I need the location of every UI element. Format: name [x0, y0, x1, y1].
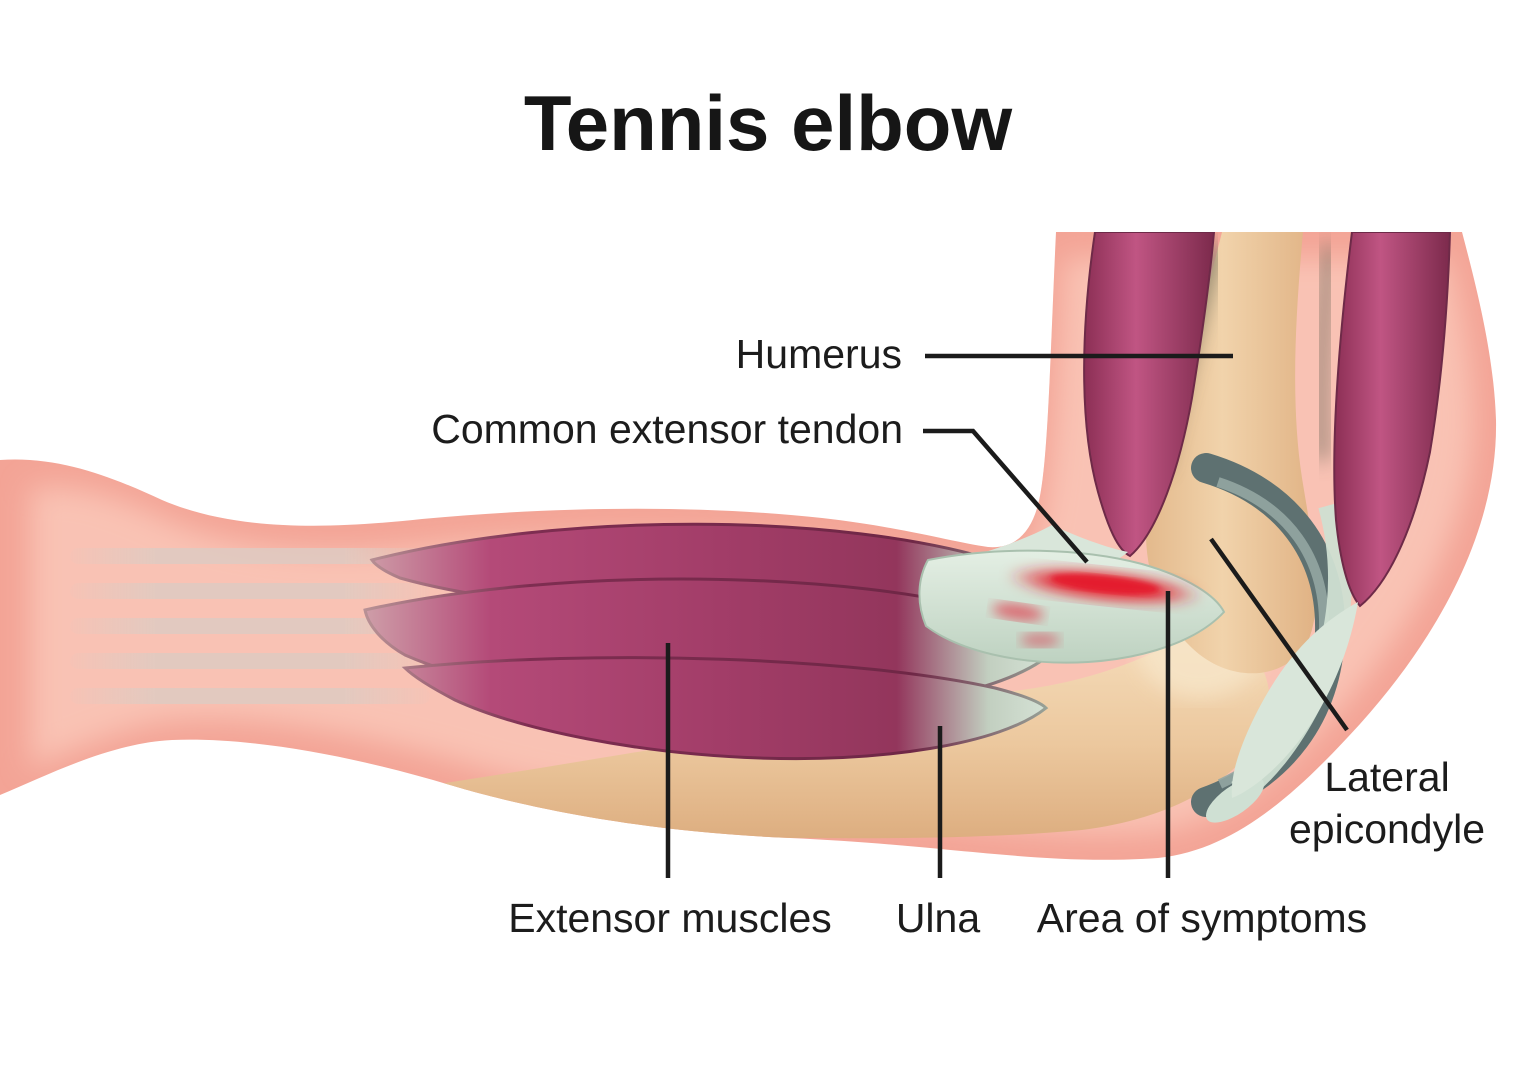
arm-illustration — [0, 232, 1497, 860]
triceps-muscle-shape — [1333, 232, 1452, 608]
wrist-tendon-strips — [70, 548, 430, 704]
ulna-label: Ulna — [896, 895, 981, 941]
common-extensor-tendon-label: Common extensor tendon — [431, 406, 903, 452]
humerus-label: Humerus — [736, 331, 902, 377]
lateral-epicondyle-label-line2: epicondyle — [1289, 806, 1485, 852]
forearm-extensor-muscles — [363, 522, 1062, 761]
common-extensor-tendon-shape — [918, 549, 1226, 664]
humerus-bone-shape — [1145, 232, 1317, 674]
lateral-epicondyle-leader-line — [1209, 537, 1349, 732]
leader-lines — [665, 353, 1349, 878]
page-title: Tennis elbow — [524, 79, 1013, 167]
extensor-muscle-bottom — [401, 656, 1049, 761]
area-of-symptoms-label: Area of symptoms — [1037, 895, 1367, 941]
anterior-muscle-shape — [1083, 232, 1216, 558]
triceps-tendon-shape — [1231, 602, 1358, 798]
extensor-muscles-label: Extensor muscles — [508, 895, 832, 941]
common-extensor-tendon-leader-line — [923, 428, 1089, 564]
symptom-area-core — [1050, 574, 1160, 594]
humerus-right-shadow — [1311, 244, 1339, 461]
lateral-epicondyle-label-line1: Lateral — [1324, 754, 1449, 800]
labels: Humerus Common extensor tendon Extensor … — [431, 331, 1485, 941]
